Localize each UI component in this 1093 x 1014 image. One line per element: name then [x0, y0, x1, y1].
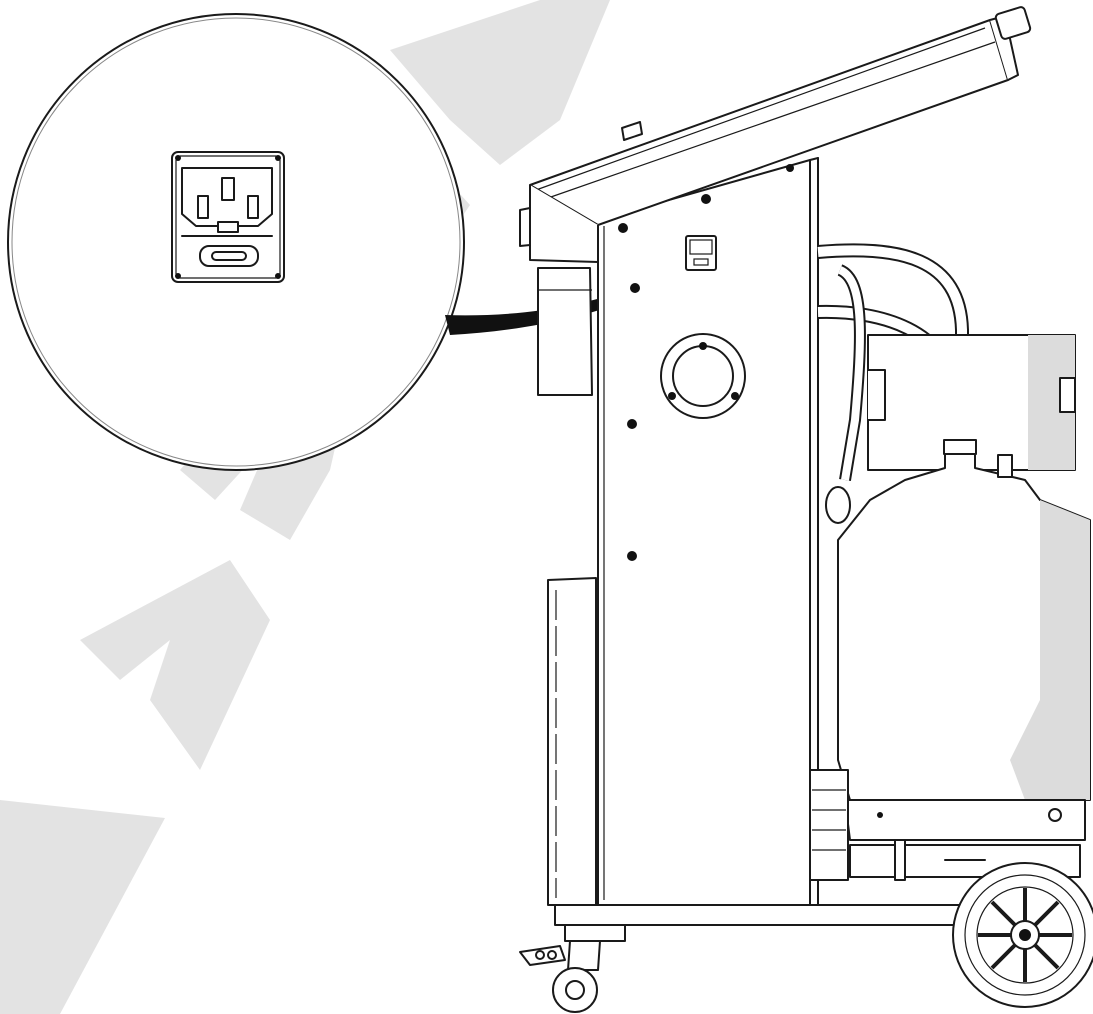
callout-leader — [445, 262, 694, 335]
oil-bottle — [537, 267, 593, 396]
iec-power-inlet-icon — [171, 151, 285, 283]
scale-platform — [809, 769, 1081, 881]
detail-callout — [7, 13, 694, 471]
swivel-caster-icon — [519, 924, 626, 1013]
tank-bracket — [867, 334, 1076, 471]
panel-power-inlet-icon — [685, 235, 717, 271]
side-panel — [597, 159, 811, 906]
console-handle — [994, 6, 1032, 40]
round-port — [660, 333, 746, 419]
top-console — [519, 6, 1032, 263]
refrigerant-tank-icon — [837, 439, 1091, 841]
rear-wheel-icon — [952, 862, 1093, 1008]
console-knob — [621, 121, 643, 141]
panel-screws — [618, 164, 794, 561]
service-station-body — [519, 6, 1081, 926]
lower-door — [547, 577, 597, 906]
fuse-drawer-icon — [199, 245, 259, 267]
